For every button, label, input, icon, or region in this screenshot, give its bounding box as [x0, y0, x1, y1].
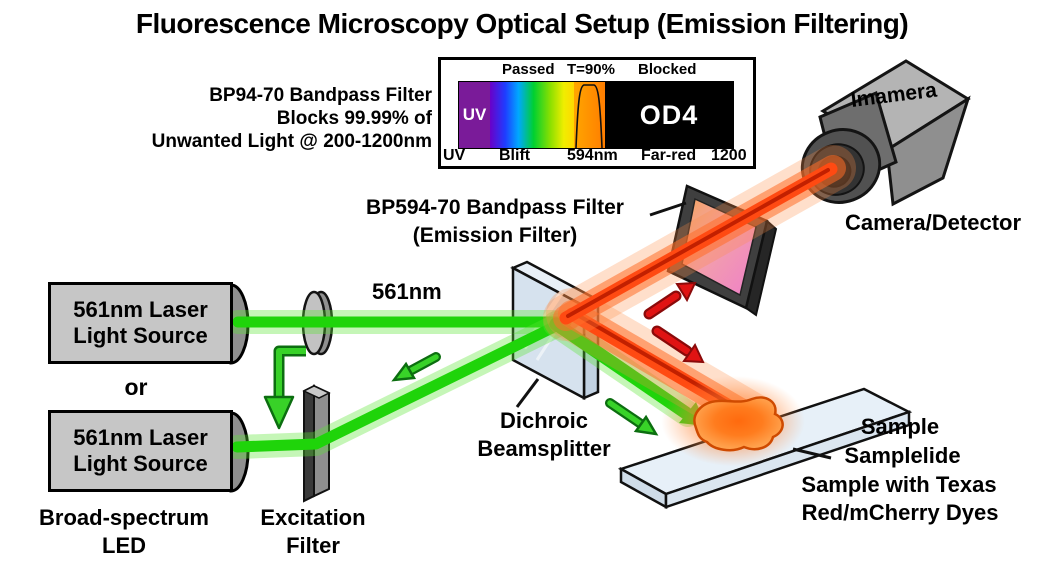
excitation-filter-label-line2: Filter [286, 533, 340, 558]
bandpass-note-line1: BP94-70 Bandpass Filter [209, 85, 432, 106]
od4-segment: OD4 [605, 82, 733, 148]
passband-peak-segment [574, 82, 605, 148]
bandpass-note: BP94-70 Bandpass Filter Blocks 99.99% of… [0, 84, 432, 153]
axis-far-red-label: Far-red [641, 147, 697, 164]
diagram-title: Fluorescence Microscopy Optical Setup (E… [135, 8, 909, 39]
laser-bottom-line1: 561nm Laser [73, 425, 208, 450]
led-caption-line2: LED [102, 533, 146, 558]
transmission-curve [575, 84, 603, 148]
axis-uv-label: UV [443, 147, 466, 164]
visible-spectrum-segment [490, 82, 574, 148]
camera-caption: Camera/Detector [844, 210, 1022, 235]
dichroic-pointer [515, 378, 540, 408]
sample-fluorescent-blob [693, 396, 784, 452]
emission-filter-label-line2: (Emission Filter) [412, 224, 578, 247]
emission-filter-pointer [649, 201, 687, 217]
dichroic-label-line2: Beamsplitter [477, 436, 611, 461]
axis-594nm-label: 594nm [567, 147, 618, 164]
sample-label-line1: Sample [860, 414, 940, 439]
red-arrow-down-right [651, 325, 705, 364]
bandpass-note-line2: Blocks 99.99% of [276, 108, 432, 129]
sample-label-line2: Samplelide [844, 443, 961, 468]
blocked-label: Blocked [638, 61, 697, 78]
sample-pointer [792, 447, 832, 460]
laser-bottom-line2: Light Source [73, 451, 208, 476]
laser-top-line1: 561nm Laser [73, 297, 208, 322]
transmission-label: T=90% [567, 61, 615, 78]
sample-label-line3: Sample with Texas [801, 472, 997, 497]
axis-blue-label: Blift [499, 147, 531, 164]
sample-label-line4: Red/mCherry Dyes [801, 500, 999, 525]
green-arrow-down-right [605, 398, 659, 436]
or-label: or [124, 374, 148, 400]
laser-top-line2: Light Source [73, 323, 208, 348]
green-elbow-arrow [263, 345, 306, 430]
emission-filter-label-line1: BP594-70 Bandpass Filter [366, 196, 624, 219]
excitation-filter-label-line1: Excitation [260, 505, 366, 530]
beam-wavelength-label: 561nm [372, 279, 442, 304]
red-arrow-up-right [643, 281, 697, 320]
laser-source-top: 561nm Laser Light Source [48, 282, 233, 364]
laser-source-bottom: 561nm Laser Light Source [48, 410, 233, 492]
axis-1200-label: 1200 [711, 147, 747, 164]
dichroic-label-line1: Dichroic [499, 408, 589, 433]
spectrum-legend: Passed T=90% Blocked UV OD4 UV Blift 594… [438, 57, 756, 169]
green-arrow-down-left [391, 352, 441, 382]
bandpass-note-line3: Unwanted Light @ 200-1200nm [151, 131, 432, 152]
led-caption-line1: Broad-spectrum [39, 505, 209, 530]
passed-label: Passed [502, 61, 555, 78]
spectrum-bar: UV OD4 [458, 81, 734, 149]
uv-segment: UV [459, 82, 490, 148]
